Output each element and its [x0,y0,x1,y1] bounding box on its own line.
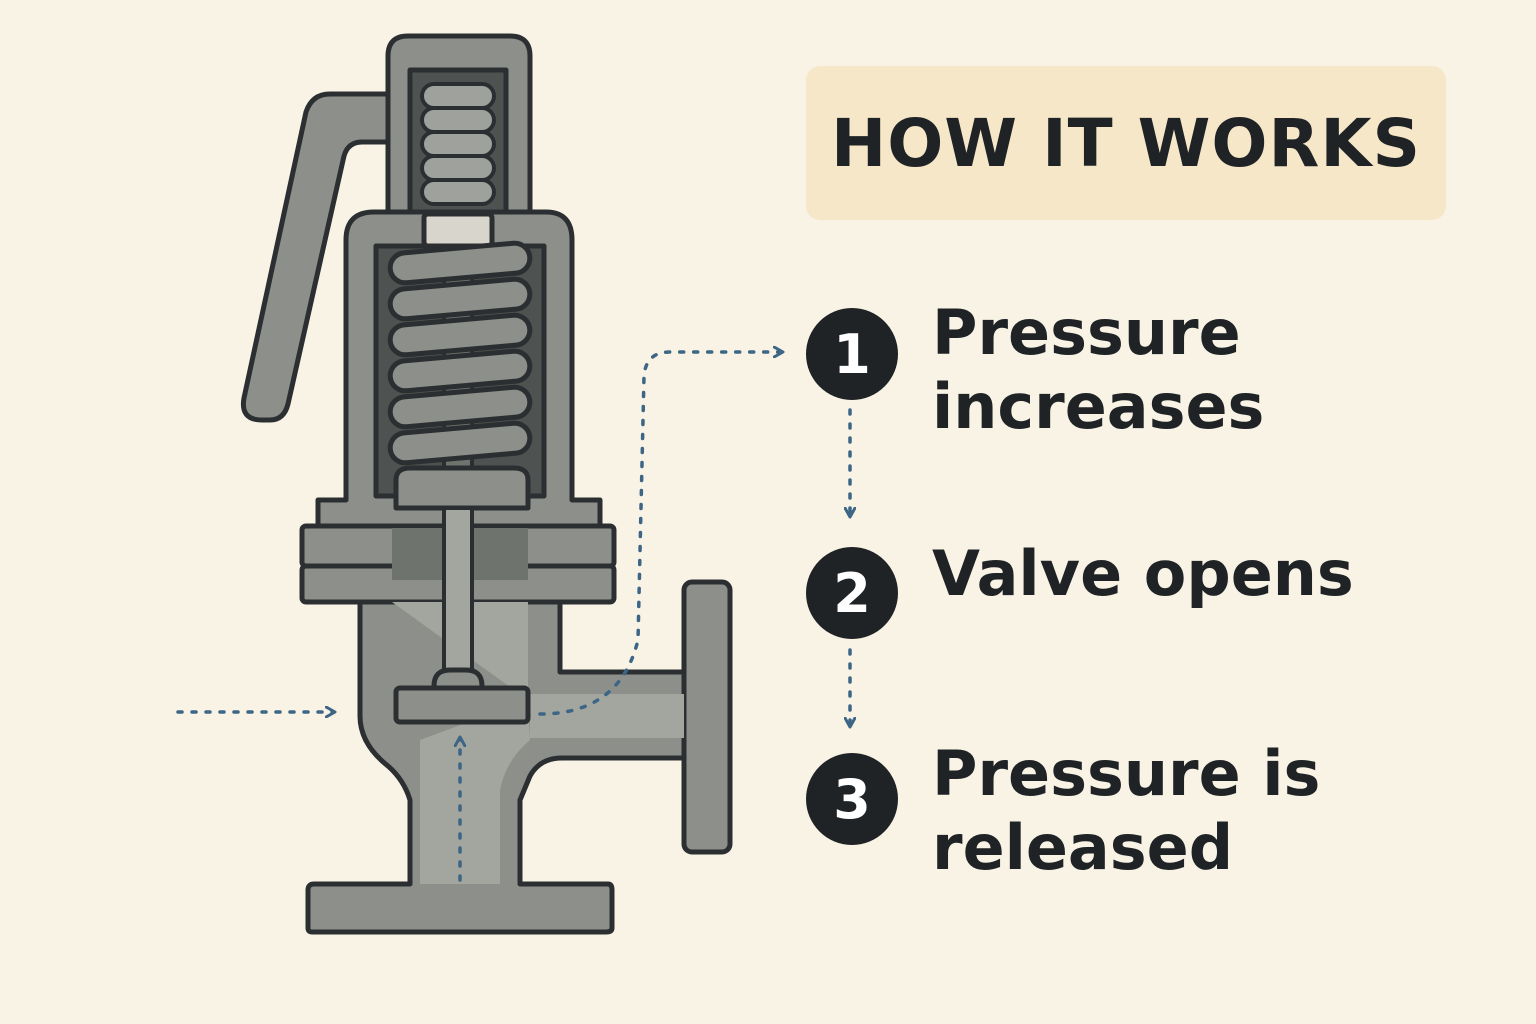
top-spring [420,82,496,206]
main-spring [387,240,533,466]
step-3-number-badge: 3 [806,753,898,845]
flow-arrows [176,352,850,882]
lever-handle [240,91,395,423]
diagram-title: HOW IT WORKS [830,104,1422,182]
step-1: 1 Pressure increases [806,296,1492,444]
step-3-label: Pressure is released [932,737,1321,884]
step-2-number-badge: 2 [806,547,898,639]
valve-stem [442,506,474,680]
safety-valve [240,33,733,935]
step-2-label: Valve opens [932,537,1354,610]
outlet-passage [530,694,684,738]
step-1-label: Pressure increases [932,296,1265,443]
outlet-flow-arrow [538,352,782,716]
title-box: HOW IT WORKS [806,66,1446,220]
adjusting-nut [421,211,495,249]
spring-plate [393,465,531,511]
step-1-number-badge: 1 [806,308,898,400]
step-3: 3 Pressure is released [806,737,1492,885]
valve-disc [393,685,531,725]
step-2: 2 Valve opens [806,537,1492,639]
outlet-flange [681,579,733,855]
